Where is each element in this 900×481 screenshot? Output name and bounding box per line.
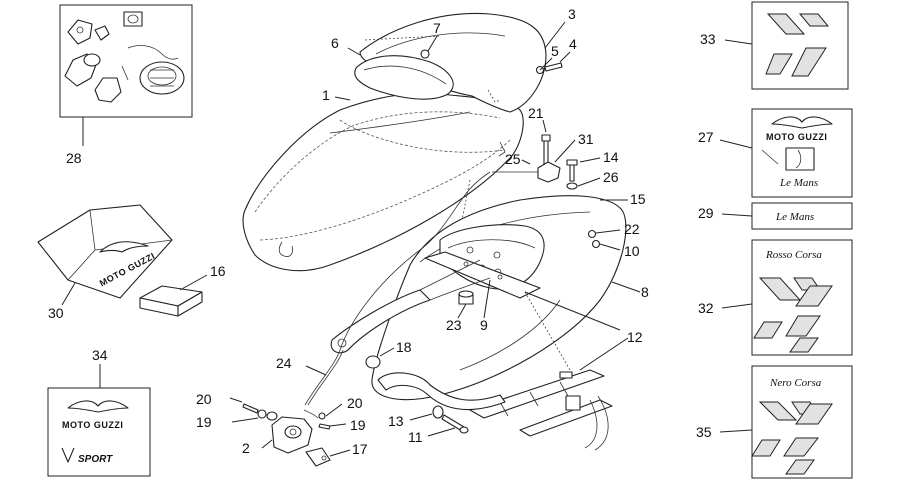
callout-8: 8 — [641, 284, 649, 300]
link-17 — [305, 447, 351, 467]
callout-17: 17 — [352, 441, 368, 457]
callout-7: 7 — [433, 20, 441, 36]
callout-13: 13 — [388, 413, 404, 429]
cowl-pad — [354, 55, 454, 100]
callout-27: 27 — [698, 129, 714, 145]
bolt-14 — [566, 157, 601, 182]
rubber-pad-23 — [457, 290, 474, 319]
callout-23: 23 — [446, 317, 462, 333]
screws-19-20-left — [229, 397, 278, 423]
callout-6: 6 — [331, 35, 339, 51]
seat-lock-2 — [261, 416, 313, 454]
nero-corsa-decal: Nero Corsa — [769, 377, 822, 389]
decal-box-34: MOTO GUZZI SPORT — [47, 364, 151, 477]
callout-3: 3 — [568, 6, 576, 22]
callout-33: 33 — [700, 31, 716, 47]
callout-numbers: 1 2 3 4 5 6 7 8 9 10 11 12 13 14 15 16 1… — [48, 6, 716, 457]
decal-box-35: Nero Corsa — [719, 365, 853, 479]
rosso-corsa-decal: Rosso Corsa — [765, 249, 822, 261]
callout-28: 28 — [66, 150, 82, 166]
lower-bracket — [377, 372, 506, 411]
nut-22-10 — [587, 229, 621, 251]
decal-box-32: Rosso Corsa — [721, 239, 853, 356]
moto-guzzi-decal-27: MOTO GUZZI — [766, 132, 827, 142]
bolt-13-11 — [409, 405, 469, 437]
decal-box-29: Le Mans — [721, 202, 853, 230]
callout-4: 4 — [569, 36, 577, 52]
v11-sport-decal: SPORT — [78, 454, 113, 465]
washer-26 — [566, 177, 601, 190]
decal-box-27: MOTO GUZZI Le Mans — [719, 108, 853, 198]
callout-12: 12 — [627, 329, 643, 345]
bolt-4-5 — [535, 51, 571, 75]
bolt-21 — [541, 119, 551, 166]
bracket-plate — [424, 251, 541, 299]
eagle-logo — [99, 241, 149, 253]
callout-10: 10 — [624, 243, 640, 259]
latch-25 — [492, 159, 561, 183]
callout-9: 9 — [480, 317, 488, 333]
callout-24: 24 — [276, 355, 292, 371]
lock-kit-box — [59, 4, 193, 146]
decal-box-33 — [724, 1, 849, 90]
callout-34: 34 — [92, 347, 108, 363]
callout-15: 15 — [630, 191, 646, 207]
callout-29: 29 — [698, 205, 714, 221]
callout-2: 2 — [242, 440, 250, 456]
rear-subframe — [469, 369, 613, 451]
lock-kit-parts — [64, 11, 185, 103]
callout-22: 22 — [624, 221, 640, 237]
callout-11: 11 — [408, 429, 423, 445]
release-cable — [304, 171, 491, 406]
callout-19-right: 19 — [350, 417, 366, 433]
seat-frame-tube — [330, 259, 491, 354]
le-mans-decal-29: Le Mans — [775, 211, 814, 223]
callout-25: 25 — [505, 151, 521, 167]
seat-cover-bag: MOTO GUZZI — [37, 204, 173, 306]
callout-16: 16 — [210, 263, 226, 279]
moto-guzzi-decal-34: MOTO GUZZI — [62, 420, 123, 430]
callout-18: 18 — [396, 339, 412, 355]
callout-32: 32 — [698, 300, 714, 316]
seat-pad-16 — [139, 274, 208, 317]
callout-20-right: 20 — [347, 395, 363, 411]
callout-20-left: 20 — [196, 391, 212, 407]
main-seat — [242, 92, 524, 272]
callout-35: 35 — [696, 424, 712, 440]
callout-1: 1 — [322, 87, 330, 103]
callout-5: 5 — [551, 43, 559, 59]
callout-31: 31 — [578, 131, 594, 147]
callout-19-left: 19 — [196, 414, 212, 430]
rubber-18 — [365, 347, 395, 369]
screws-19-20-right — [318, 403, 347, 430]
le-mans-decal-27: Le Mans — [779, 177, 818, 189]
callout-14: 14 — [603, 149, 619, 165]
callout-21: 21 — [528, 105, 544, 121]
callout-26: 26 — [603, 169, 619, 185]
screw-7 — [420, 35, 438, 59]
callout-30: 30 — [48, 305, 64, 321]
